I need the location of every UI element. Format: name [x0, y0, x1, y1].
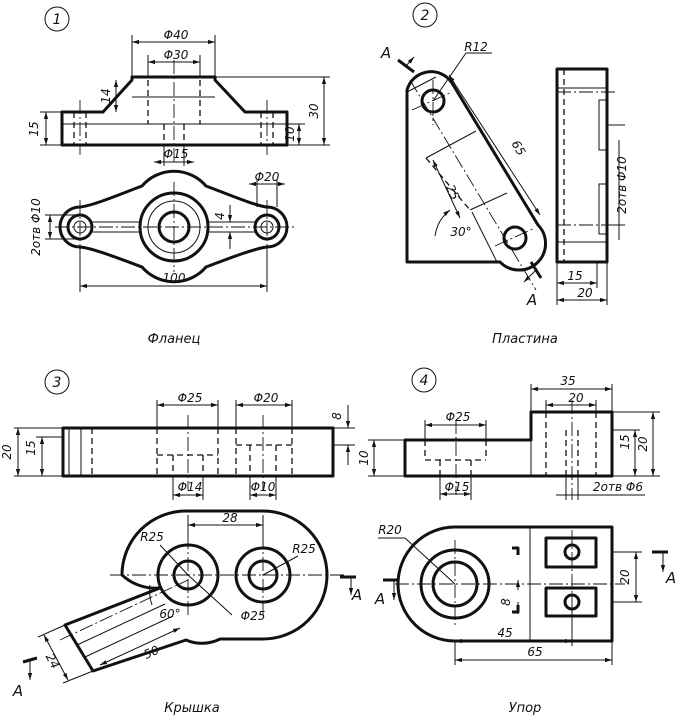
plate-side-view — [555, 67, 618, 264]
part-2-plate: 2 R12 65 25 30° A — [380, 2, 629, 347]
cover-top-view — [59, 509, 345, 673]
dim-holes: 2отв Φ10 — [29, 198, 43, 256]
dim-d15: Φ15 — [164, 147, 189, 161]
dim-h15: 15 — [618, 434, 632, 449]
dim-r20: R20 — [378, 523, 402, 537]
dim-d20: Φ20 — [255, 170, 280, 184]
dim-l65: 65 — [527, 645, 542, 659]
flange-top-dimensions: Φ20 2отв Φ10 4 100 — [29, 170, 285, 292]
part-number: 2 — [421, 8, 430, 24]
dim-l35: 35 — [560, 374, 575, 388]
plate-front-view — [405, 70, 548, 291]
part-2-caption: Пластина — [492, 332, 558, 347]
part-number-circle — [411, 367, 437, 393]
section-a-left: A — [12, 682, 23, 700]
dim-d25: Φ25 — [446, 410, 471, 424]
dim-d25b: Φ25 — [241, 609, 266, 623]
part-1-caption: Фланец — [148, 332, 201, 347]
dim-w15: 15 — [567, 269, 582, 283]
dim-h30: 30 — [307, 103, 321, 119]
cover-top-dimensions: 28 R25 R25 60° Φ25 50 24 A A — [12, 511, 362, 700]
dim-h15: 15 — [24, 440, 38, 455]
dim-r25a: R25 — [140, 530, 164, 544]
flange-top-view — [55, 169, 295, 284]
dim-l45: 45 — [497, 626, 512, 640]
part-4-stop: 4 Φ25 35 20 — [357, 367, 676, 716]
dim-w20: 20 — [618, 569, 632, 585]
dim-w4: 4 — [213, 212, 227, 220]
section-a-left: A — [374, 590, 385, 608]
dim-d14: Φ14 — [178, 480, 203, 494]
dim-h20: 20 — [636, 436, 650, 452]
dim-l50: 50 — [142, 643, 162, 662]
section-a-top: A — [380, 44, 391, 62]
stop-top-dimensions: R20 20 8 45 65 A A — [374, 523, 676, 665]
dim-h14: 14 — [99, 88, 113, 103]
dim-d25: Φ25 — [178, 391, 203, 405]
dim-a60: 60° — [159, 607, 180, 621]
stop-front-view — [403, 400, 614, 500]
dim-h10: 10 — [357, 450, 371, 466]
part-number: 4 — [420, 373, 429, 389]
part-1-flange: 1 Φ40 Φ30 — [27, 6, 330, 347]
dim-holes: 2отв Φ6 — [593, 480, 643, 494]
dim-len100: 100 — [163, 271, 186, 285]
dim-h15: 15 — [27, 121, 41, 136]
dim-a30: 30° — [450, 225, 471, 239]
dim-l25: 25 — [443, 182, 462, 202]
cover-front-dimensions: Φ25 Φ20 8 20 15 Φ14 Φ10 — [0, 391, 355, 500]
plate-side-dimensions: 2отв Φ10 15 20 — [556, 124, 629, 305]
part-number: 3 — [53, 375, 62, 391]
plate-front-dimensions: R12 65 25 30° A A — [380, 40, 543, 309]
section-a-bottom: A — [526, 291, 537, 309]
dim-holes: 2отв Φ10 — [615, 156, 629, 214]
part-number-circle — [44, 369, 70, 395]
part-3-caption: Крышка — [164, 701, 219, 716]
dim-h10: 10 — [283, 126, 297, 142]
dim-d30: Φ30 — [164, 48, 189, 62]
dim-w20: 20 — [577, 286, 593, 300]
flange-front-view — [60, 60, 289, 165]
dim-l65: 65 — [509, 138, 529, 158]
stop-top-view — [395, 525, 625, 643]
cover-front-view — [61, 415, 335, 490]
dim-h8: 8 — [499, 598, 513, 606]
flange-front-dimensions: Φ40 Φ30 14 15 10 30 Φ15 — [27, 28, 330, 166]
stop-front-dimensions: Φ25 35 20 10 15 20 Φ15 — [357, 374, 660, 500]
dim-d20: Φ20 — [254, 391, 279, 405]
dim-d10: Φ10 — [251, 480, 276, 494]
part-number-circle — [412, 2, 438, 28]
dim-h8: 8 — [330, 412, 344, 420]
dim-r12: R12 — [464, 40, 488, 54]
part-number: 1 — [53, 12, 62, 28]
dim-h20: 20 — [0, 444, 14, 460]
dim-d40: Φ40 — [164, 28, 189, 42]
dim-r25b: R25 — [292, 542, 316, 556]
dim-l28: 28 — [222, 511, 238, 525]
part-number-circle — [44, 6, 70, 32]
part-4-caption: Упор — [509, 701, 542, 716]
part-3-cover: 3 Φ25 Φ20 — [0, 369, 362, 716]
dim-d15: Φ15 — [445, 480, 470, 494]
dim-l20: 20 — [568, 391, 584, 405]
dim-w24: 24 — [43, 651, 63, 671]
section-a-right: A — [665, 569, 676, 587]
section-a-right: A — [351, 586, 362, 604]
